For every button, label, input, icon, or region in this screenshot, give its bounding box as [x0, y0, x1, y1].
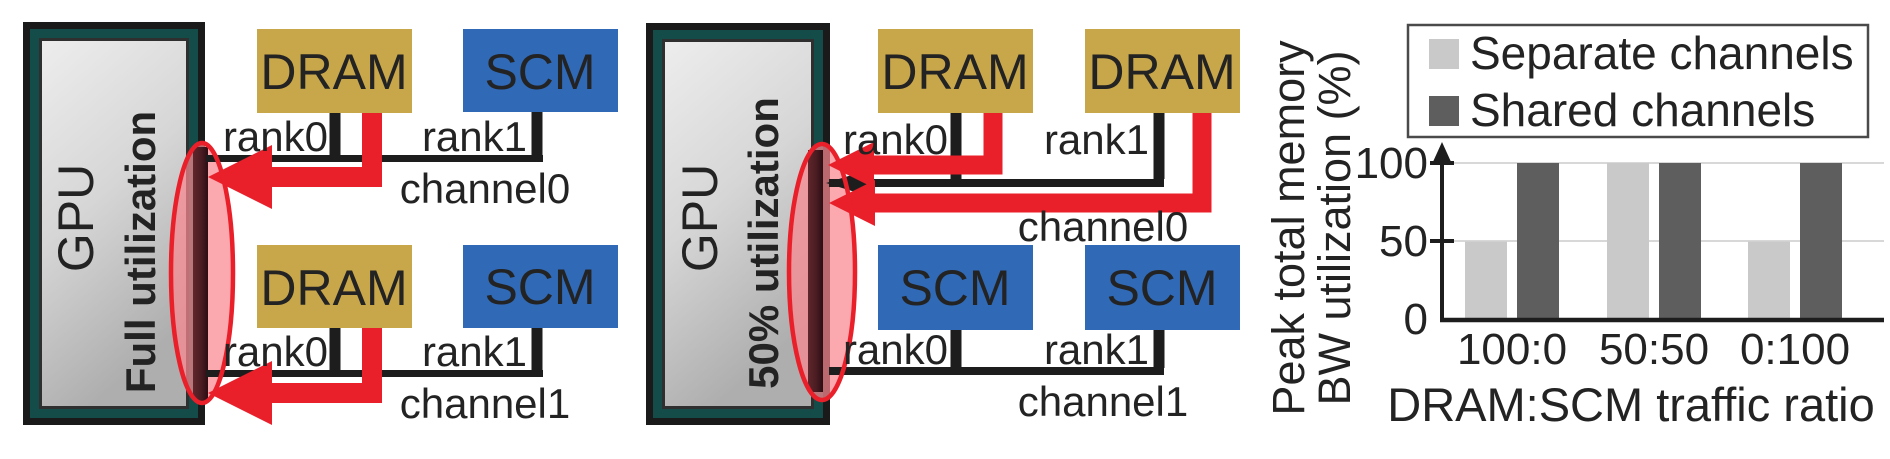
memory-box-label: DRAM [260, 44, 407, 100]
channel0-label: channel0 [400, 165, 570, 212]
rank0-label: rank0 [843, 116, 948, 163]
memory-box-label: DRAM [1088, 44, 1235, 100]
rank0-label: rank0 [223, 328, 328, 375]
scm-box [878, 245, 1033, 330]
dram-traffic-arrow-shaft [270, 327, 382, 403]
rank1-label: rank1 [1044, 116, 1149, 163]
scm-box [1085, 245, 1240, 330]
dram-box [257, 245, 412, 328]
rank1-label: rank1 [422, 328, 527, 375]
gpu-die [665, 42, 811, 406]
memory-box-label: SCM [484, 259, 595, 315]
memory-interface-bar [193, 147, 208, 401]
utilization-label: Full utilization [117, 111, 164, 393]
rank-stub-wires [950, 330, 1165, 368]
scm-box [463, 29, 618, 112]
bar-100-0-separate [1465, 241, 1507, 320]
dram-traffic-arrow-shaft [868, 110, 1212, 213]
bar-0-100-separate [1748, 241, 1790, 320]
memory-box-label: DRAM [881, 44, 1028, 100]
bar-0-100-shared [1800, 163, 1842, 320]
rank1-label: rank1 [422, 113, 527, 160]
dram-box [878, 29, 1033, 113]
memory-interface-bar [808, 150, 823, 392]
y-tick-100: 100 [1355, 139, 1428, 188]
panel-shared-channels: DRAM DRAM rank0 rank1 channel0 SCM SCM r… [646, 23, 1240, 425]
channel0-label: channel0 [1018, 203, 1188, 250]
x-tick-50-50: 50:50 [1599, 325, 1709, 374]
y-tick-0: 0 [1404, 295, 1428, 344]
rank1-label: rank1 [1044, 326, 1149, 373]
dram-traffic-arrow-shaft [270, 110, 382, 187]
rank0-label: rank0 [223, 113, 328, 160]
legend-box [1406, 23, 1870, 139]
memory-box-label: SCM [1106, 260, 1217, 316]
legend-swatch-separate [1429, 39, 1459, 69]
legend-label-shared: Shared channels [1470, 84, 1815, 136]
memory-box-label: DRAM [260, 260, 407, 316]
x-tick-0-100: 0:100 [1740, 325, 1850, 374]
memory-box-label: SCM [899, 260, 1010, 316]
dram-box [1085, 29, 1240, 113]
gpu-label: GPU [48, 164, 104, 272]
dram-traffic-arrowhead [208, 145, 272, 209]
x-tick-100-0: 100:0 [1457, 325, 1567, 374]
y-tick-50: 50 [1379, 217, 1428, 266]
legend-swatch-shared [1429, 96, 1459, 126]
dram-traffic-arrow-shaft [868, 110, 1003, 175]
panel-separate-channels: DRAM SCM rank0 rank1 channel0 DRAM SCM r… [23, 22, 618, 427]
y-axis-ticks [1430, 161, 1454, 243]
dram-traffic-arrowhead [828, 142, 874, 188]
gpu-label: GPU [672, 164, 728, 272]
channel1-label: channel1 [400, 380, 570, 427]
gpu-die [42, 41, 186, 406]
rank-stub-wires [329, 327, 543, 371]
y-axis-title-line2: BW utilization (%) [1309, 50, 1360, 405]
rank0-label: rank0 [843, 326, 948, 373]
dram-box [257, 29, 412, 113]
dram-traffic-arrowhead [208, 361, 272, 425]
y-axis-title-line1: Peak total memory [1263, 40, 1314, 416]
legend-label-separate: Separate channels [1470, 27, 1854, 79]
bar-50-50-separate [1607, 163, 1649, 320]
rank-stub-wires [329, 110, 543, 156]
utilization-ellipse-outline [168, 140, 236, 406]
channel1-label: channel1 [1018, 378, 1188, 425]
y-axis-arrowhead [1432, 142, 1452, 164]
bar-100-0-shared [1517, 163, 1559, 320]
x-axis-title: DRAM:SCM traffic ratio [1387, 378, 1875, 431]
utilization-ellipse-outline [786, 141, 858, 403]
scm-box [463, 245, 618, 328]
bar-series-group [1465, 163, 1842, 320]
bar-50-50-shared [1659, 163, 1701, 320]
memory-box-label: SCM [484, 44, 595, 100]
panel-bw-utilization-chart: Peak total memory BW utilization (%) 100… [1263, 23, 1884, 431]
utilization-label: 50% utilization [740, 97, 787, 389]
